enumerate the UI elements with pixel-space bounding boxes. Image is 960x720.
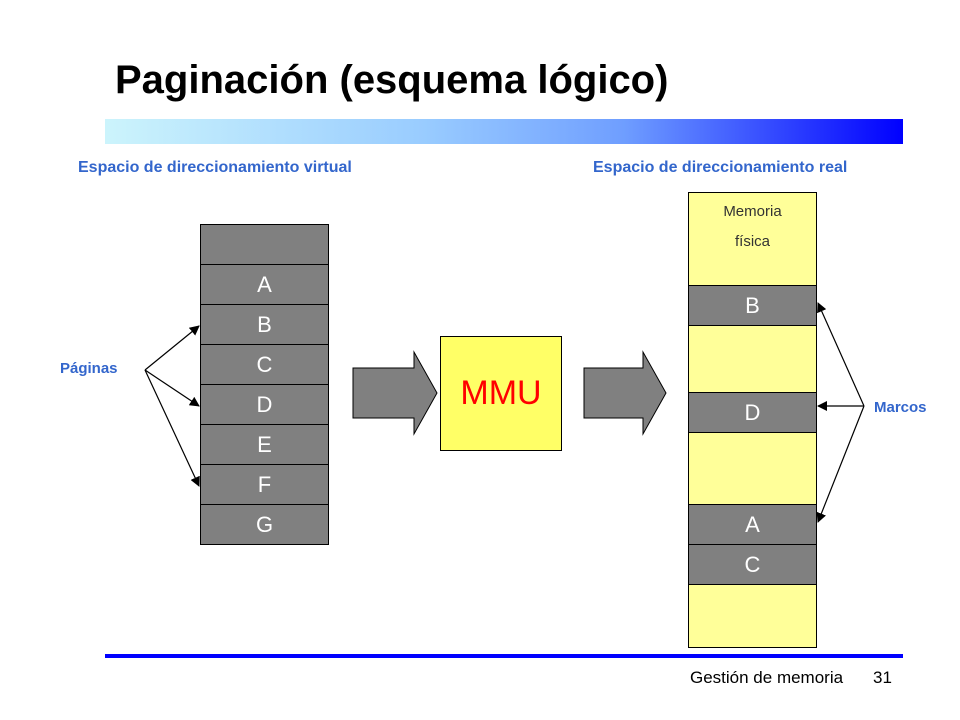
pages-label: Páginas [60,360,118,377]
memory-frame: A [688,504,817,545]
pages-arrow-d [144,369,200,407]
block-arrow-left [352,350,438,436]
mmu-box: MMU [440,336,562,451]
virtual-page: G [200,504,329,545]
block-arrow-right [583,350,667,436]
pages-arrow-f [144,369,200,487]
virtual-page: B [200,304,329,345]
page-number: 31 [873,668,892,687]
memory-frame: C [688,544,817,585]
virtual-page: C [200,344,329,385]
memory-frame: B [688,285,817,326]
memory-label-line1: Memoria [723,203,782,220]
virtual-space-heading: Espacio de direccionamiento virtual [78,159,352,176]
virtual-page: F [200,464,329,505]
pages-arrow-b [144,325,200,371]
footer-rule [105,654,903,658]
frames-arrow-a [816,405,865,523]
footer-text: Gestión de memoria [690,668,844,687]
virtual-page: E [200,424,329,465]
title-gradient-bar [105,119,903,144]
real-space-heading: Espacio de direccionamiento real [593,159,848,176]
slide-title: Paginación (esquema lógico) [115,58,669,102]
frames-label: Marcos [874,399,927,416]
memory-frame: D [688,392,817,433]
virtual-page-empty [200,224,329,265]
frames-arrow-b [817,302,865,407]
memory-label-line2: física [734,233,770,250]
virtual-page: D [200,384,329,425]
